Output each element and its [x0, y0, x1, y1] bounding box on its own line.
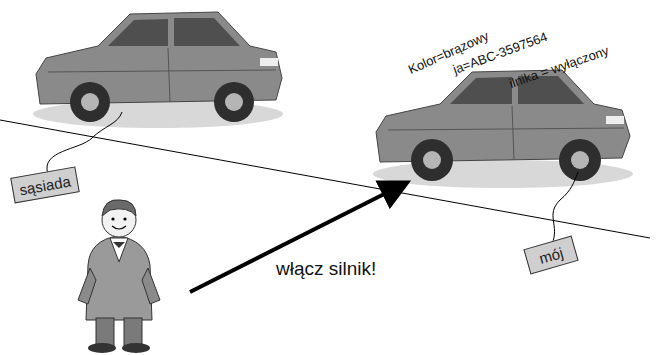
tag-text: sąsiada — [18, 172, 72, 198]
name-tag: mój — [523, 236, 578, 275]
person — [78, 200, 160, 353]
leader-line — [47, 112, 122, 174]
tag-text: mój — [537, 244, 565, 267]
name-tag: sąsiada — [10, 166, 79, 203]
leader-line — [552, 172, 578, 244]
message-arrow — [190, 184, 404, 292]
message-label: włącz silnik! — [276, 258, 376, 280]
car-mine — [373, 70, 633, 188]
car-neighbour — [33, 12, 283, 128]
